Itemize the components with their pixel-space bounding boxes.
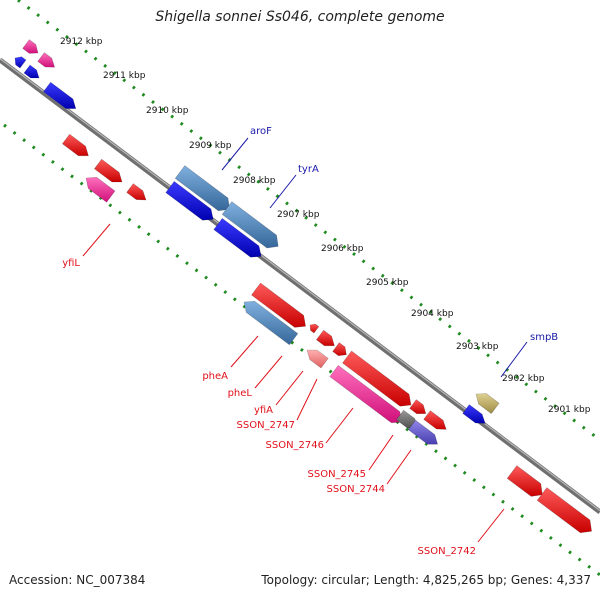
- gene-label-pheA[interactable]: pheA: [202, 371, 228, 382]
- gene-pheL[interactable]: [309, 323, 320, 334]
- gene-arrow[interactable]: [462, 404, 486, 424]
- gene-label-SSON_2742[interactable]: SSON_2742: [418, 546, 477, 557]
- gene-SSON_2746[interactable]: [329, 364, 403, 424]
- gene-label-SSON_2747[interactable]: SSON_2747: [237, 420, 296, 431]
- gene-arrow[interactable]: [342, 350, 412, 407]
- kbp-label: 2910 kbp: [146, 106, 189, 116]
- accession-text: Accession: NC_007384: [9, 573, 146, 587]
- kbp-label: 2905 kbp: [366, 278, 409, 288]
- gene-arrow[interactable]: [315, 329, 335, 347]
- kbp-label: 2902 kbp: [502, 374, 545, 384]
- kbp-label: 2912 kbp: [60, 37, 103, 47]
- gene-arrow[interactable]: [37, 52, 56, 68]
- gene-labels: aroF tyrA smpB yfiL pheA pheL yfiA SSON_…: [62, 126, 558, 557]
- gene-arrow[interactable]: [506, 465, 543, 497]
- map-title: Shigella sonnei Ss046, complete genome: [155, 9, 445, 25]
- gene-arrow[interactable]: [23, 64, 40, 79]
- leader-yfiL: [82, 223, 111, 257]
- kbp-label: 2908 kbp: [233, 176, 276, 186]
- leader-SSON_2747: [296, 378, 318, 421]
- gene-label-yfiA[interactable]: yfiA: [254, 405, 273, 416]
- gene-smpB[interactable]: [475, 393, 500, 415]
- gene-features[interactable]: [14, 39, 592, 534]
- gene-SSON_2742[interactable]: [536, 487, 592, 534]
- genome-backbone-highlight: [0, 58, 600, 512]
- kbp-label: 2911 kbp: [103, 71, 146, 81]
- gene-arrow[interactable]: [42, 81, 77, 109]
- outer-tick-track: [17, 0, 600, 442]
- gene-label-pheL[interactable]: pheL: [228, 388, 253, 399]
- leader-smpB: [500, 341, 528, 378]
- kbp-label: 2901 kbp: [548, 405, 591, 415]
- gene-arrow[interactable]: [85, 176, 116, 203]
- gene-arrow[interactable]: [251, 282, 306, 328]
- gene-arrow[interactable]: [423, 410, 447, 430]
- gene-tyrA[interactable]: [221, 201, 279, 249]
- kbp-label: 2903 kbp: [456, 342, 499, 352]
- gene-label-smpB[interactable]: smpB: [530, 332, 558, 343]
- kbp-label: 2907 kbp: [277, 210, 320, 220]
- gene-arrow[interactable]: [14, 56, 27, 69]
- kbp-label: 2906 kbp: [321, 244, 364, 254]
- gene-pheA[interactable]: [243, 300, 299, 346]
- tick-tracks: [3, 0, 600, 577]
- kbp-scale: 2912 kbp 2911 kbp 2910 kbp 2909 kbp 2908…: [60, 37, 591, 415]
- gene-label-SSON_2746[interactable]: SSON_2746: [266, 440, 325, 451]
- gene-label-tyrA[interactable]: tyrA: [298, 164, 319, 175]
- gene-SSON_2744[interactable]: [407, 419, 439, 445]
- leader-tyrA: [269, 174, 297, 209]
- kbp-label: 2904 kbp: [411, 309, 454, 319]
- inner-tick-track: [3, 123, 600, 577]
- gene-label-yfiL[interactable]: yfiL: [62, 258, 80, 269]
- gene-label-SSON_2744[interactable]: SSON_2744: [327, 484, 386, 495]
- gene-arrow[interactable]: [165, 180, 214, 221]
- leader-pheL: [254, 355, 283, 389]
- gene-arrow[interactable]: [126, 183, 147, 201]
- leader-yfiA: [275, 370, 304, 406]
- topology-text: Topology: circular; Length: 4,825,265 bp…: [261, 573, 591, 587]
- kbp-label: 2909 kbp: [189, 141, 232, 151]
- leader-SSON_2744: [386, 449, 412, 485]
- gene-arrow[interactable]: [61, 133, 89, 157]
- label-leaders: [82, 137, 528, 543]
- gene-arrow[interactable]: [93, 158, 123, 183]
- leader-SSON_2742: [477, 508, 505, 543]
- gene-arrow[interactable]: [213, 217, 262, 258]
- leader-aroF: [221, 137, 249, 171]
- gene-yfiA[interactable]: [306, 349, 329, 369]
- gene-arrow[interactable]: [332, 342, 347, 357]
- gene-label-SSON_2745[interactable]: SSON_2745: [308, 469, 367, 480]
- gene-arrow[interactable]: [22, 39, 39, 54]
- leader-SSON_2746: [325, 407, 354, 444]
- leader-pheA: [230, 335, 259, 368]
- leader-SSON_2745: [368, 434, 394, 471]
- gene-label-aroF[interactable]: aroF: [250, 126, 272, 137]
- gene-aroF[interactable]: [174, 165, 230, 212]
- genome-backbone: [0, 58, 600, 514]
- gene-arrow[interactable]: [409, 399, 427, 415]
